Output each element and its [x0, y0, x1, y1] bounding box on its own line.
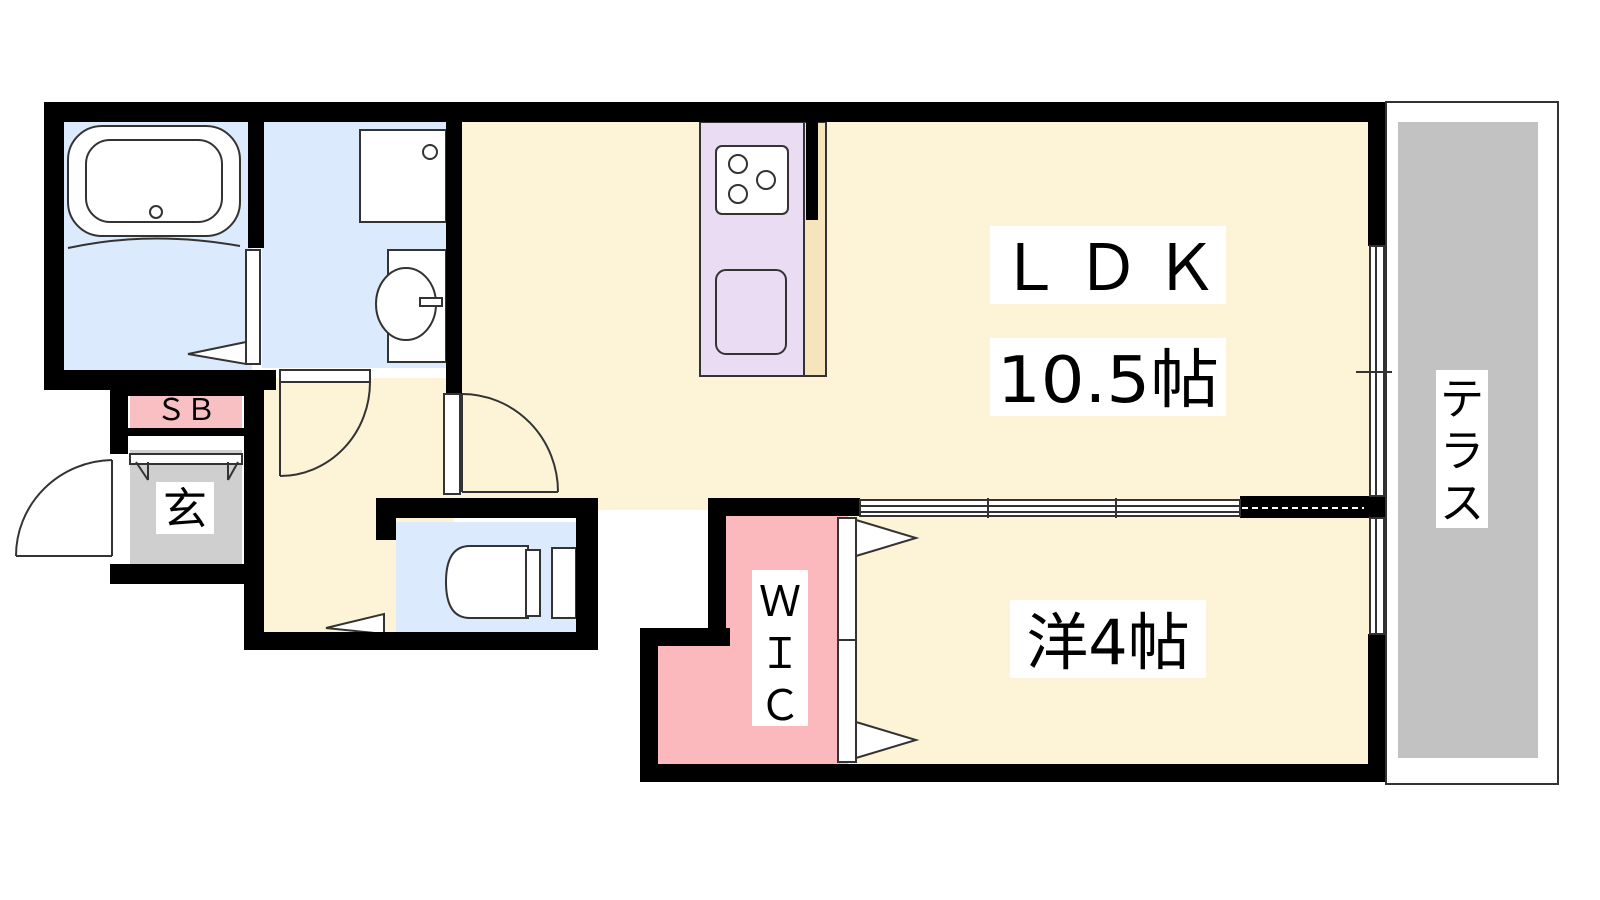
- ldk-label: ＬＤＫ: [998, 232, 1218, 306]
- western-room-label: 洋4帖: [1026, 606, 1189, 679]
- toilet-door: [325, 612, 385, 636]
- wic-letter-i: Ｉ: [759, 629, 801, 678]
- stove-icon: [715, 145, 789, 215]
- washing-machine-space: [359, 129, 447, 223]
- walls: [44, 102, 1386, 782]
- terrace-char-ra: ラ: [1440, 426, 1484, 477]
- doors: [15, 101, 1559, 785]
- terrace-char-te: テ: [1440, 374, 1484, 425]
- wic-letter-w: Ｗ: [759, 577, 801, 626]
- ldk-floor: [452, 118, 1382, 510]
- ldk-size: 10.5帖: [997, 344, 1219, 418]
- wic-letter-c: Ｃ: [759, 681, 801, 730]
- shoe-box-label: ＳＢ: [156, 393, 216, 428]
- toilet-icon: [444, 545, 529, 619]
- kitchen-wall-stub: [806, 122, 818, 220]
- entrance-label: 玄: [163, 484, 207, 535]
- sink-icon: [715, 269, 787, 355]
- terrace-char-su: ス: [1440, 478, 1484, 529]
